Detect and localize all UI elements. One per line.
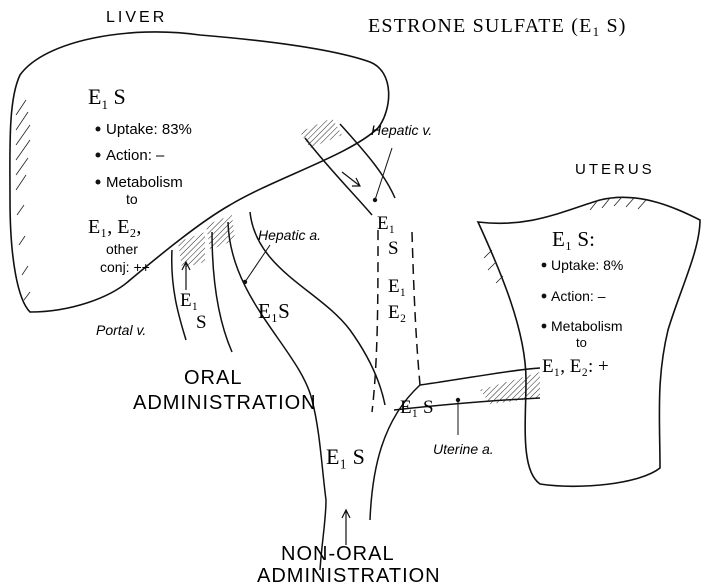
portal-s-label: S [196,312,207,333]
hepatic-v-e1-label: E₁ [377,213,395,234]
uterus-uptake: Uptake: 8% [551,257,623,273]
uterus-metabolism: Metabolism [551,318,623,334]
hepatic-v-label: Hepatic v. [371,122,432,138]
hepatic-v-e1b-label: E₁ [388,276,406,297]
liver-compound: E1 S [88,84,126,112]
liver-label: LIVER [106,9,167,26]
liver-metabolism-to: to [126,191,138,207]
liver-other: other [106,241,138,257]
pointer-hepatic-a [245,245,270,282]
liver-metabolism: Metabolism [106,174,183,191]
portal-e1-label: E₁ [180,290,198,311]
liver-outline [10,32,389,312]
bullet [96,127,101,132]
bullet [96,153,101,158]
dot-hepatic-v [373,198,377,202]
bullet [96,180,101,185]
oral-admin-line2: ADMINISTRATION [133,392,317,414]
liver-shading [16,100,30,300]
uterus-action: Action: – [551,288,606,304]
hepatic-a-label: Hepatic a. [258,227,321,243]
hepatic-vein-hatch [300,118,342,148]
nonoral-arrow [342,510,350,545]
uterine-a-label: Uterine a. [433,441,494,457]
oral-admin-line1: ORAL [184,367,242,389]
dot-uterine-a [456,398,460,402]
liver-action: Action: – [106,147,165,164]
pointer-hepatic-v [375,148,392,200]
trunk-e1s-label: E₁ S [326,444,365,469]
hepatic-a-e1s-label: E₁S [258,299,290,323]
uterus-compound: E₁ S: [552,227,595,251]
portal-v-label: Portal v. [96,322,146,338]
bullet [542,263,547,268]
page-title: ESTRONE SULFATE (E1 S) [368,15,627,39]
uterus-products: E₁, E₂: + [542,356,609,377]
uterine-e1s-label: E₁ S [400,397,434,418]
bullet [542,294,547,299]
liver-other-conj: conj: ++ [100,259,150,275]
uterus-metabolism-to: to [576,335,587,350]
nonoral-admin-line2: ADMINISTRATION [257,565,441,584]
dot-hepatic-a [243,280,247,284]
bullet [542,324,547,329]
nonoral-admin-line1: NON-ORAL [281,543,395,565]
liver-products: E₁, E₂, [88,216,141,238]
uterus-label: UTERUS [575,161,655,178]
liver-uptake: Uptake: 83% [106,121,192,138]
hepatic-v-e2-label: E₂ [388,302,406,323]
hepatic-v-s-label: S [388,238,399,259]
